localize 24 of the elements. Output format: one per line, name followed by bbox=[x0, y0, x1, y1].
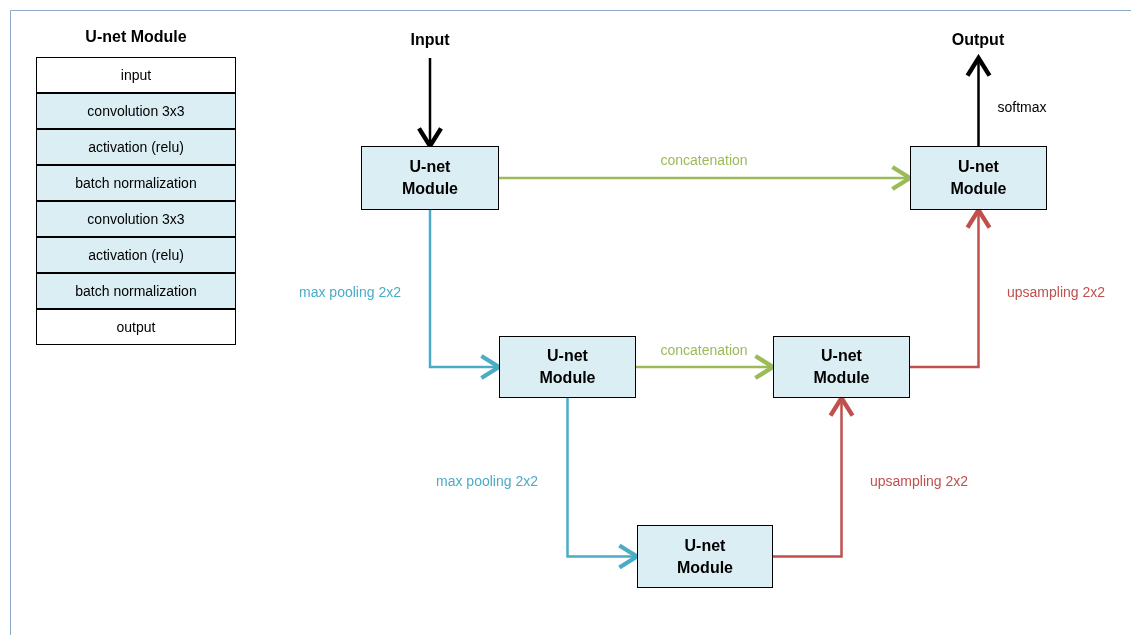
module-box: U-net Module bbox=[361, 146, 499, 210]
layer-row: input bbox=[36, 57, 236, 93]
edge-label: concatenation bbox=[658, 342, 750, 358]
layer-row: activation (relu) bbox=[36, 129, 236, 165]
arrow bbox=[965, 55, 992, 146]
module-box: U-net Module bbox=[773, 336, 910, 398]
layer-row: batch normalization bbox=[36, 165, 236, 201]
edge-label: softmax bbox=[995, 99, 1049, 115]
layer-row: output bbox=[36, 309, 236, 345]
layer-row: batch normalization bbox=[36, 273, 236, 309]
edge-label: upsampling 2x2 bbox=[867, 473, 971, 489]
layer-row: convolution 3x3 bbox=[36, 93, 236, 129]
edge-label: upsampling 2x2 bbox=[1004, 284, 1108, 300]
module-box: U-net Module bbox=[637, 525, 773, 588]
module-box: U-net Module bbox=[910, 146, 1047, 210]
module-box: U-net Module bbox=[499, 336, 636, 398]
layer-row: activation (relu) bbox=[36, 237, 236, 273]
io-label: Output bbox=[951, 31, 1005, 49]
edge-label: concatenation bbox=[658, 152, 750, 168]
layer-row: convolution 3x3 bbox=[36, 201, 236, 237]
io-label: Input bbox=[410, 31, 450, 49]
edge-label: max pooling 2x2 bbox=[434, 473, 540, 489]
edge-label: max pooling 2x2 bbox=[297, 284, 403, 300]
table-title: U-net Module bbox=[85, 28, 187, 45]
